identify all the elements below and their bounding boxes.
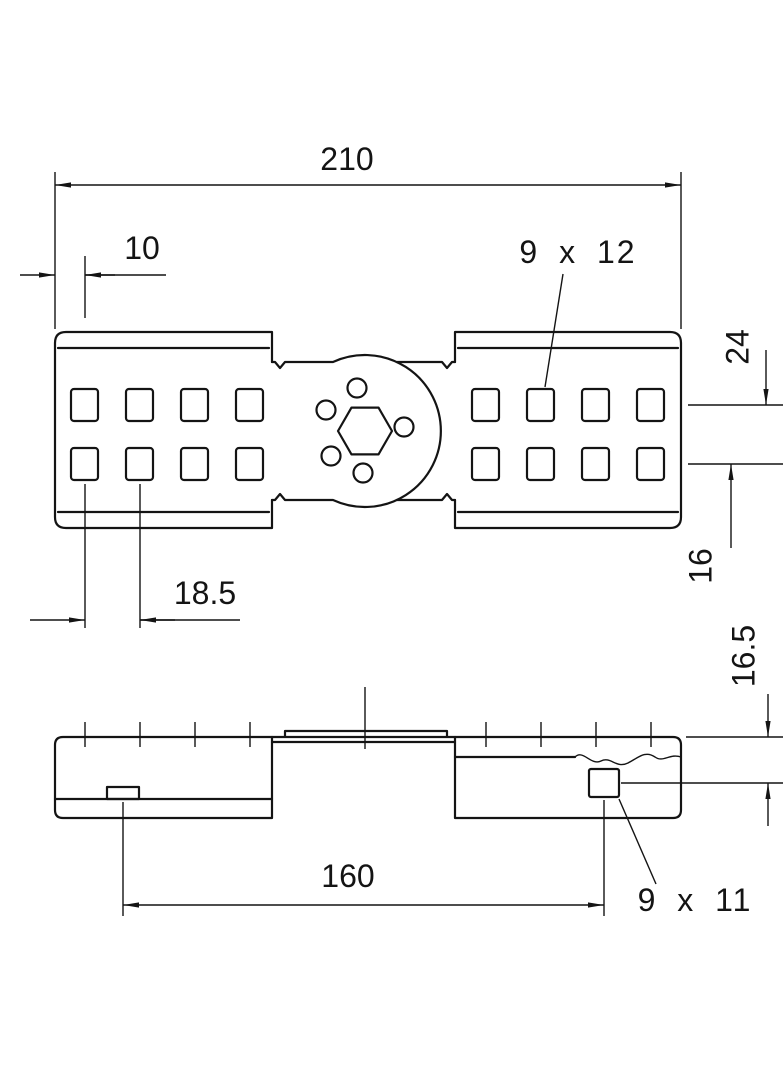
perforation-hole	[179, 387, 210, 423]
top-view-right-plate-outline	[453, 330, 683, 530]
center-boss-outline	[270, 353, 442, 509]
perforation-hole	[470, 387, 501, 423]
leader-line-9x11	[618, 798, 657, 885]
perforation-hole	[234, 387, 265, 423]
side-hole-size-label: 9 x 11	[638, 882, 753, 918]
hex-bolt-head	[336, 406, 394, 456]
side-view-left-profile	[53, 735, 274, 820]
perforation-hole	[525, 446, 556, 482]
side-view-right-profile	[453, 735, 683, 820]
leader-line-9x12	[544, 273, 564, 388]
perforation-hole	[69, 387, 100, 423]
center-strip-right-edges	[395, 360, 457, 502]
dim-total-width-label: 210	[320, 141, 373, 177]
dim-column-spacing-label: 18.5	[174, 575, 236, 611]
dim-row-offset-top-label: 24	[719, 329, 755, 365]
perforation-holes-right	[470, 387, 666, 482]
side-view-center-strip	[270, 729, 457, 744]
perforation-hole	[69, 446, 100, 482]
perforation-hole	[124, 446, 155, 482]
dim-pattern-distance-label: 160	[321, 858, 374, 894]
perforation-holes-left	[69, 387, 265, 482]
boss-round-hole	[320, 445, 342, 467]
flange-bend-lines	[56, 346, 680, 514]
perforation-hole	[179, 446, 210, 482]
boss-round-hole	[346, 377, 368, 399]
dim-edge-offset-label: 10	[124, 230, 160, 266]
perforation-hole	[234, 446, 265, 482]
perforation-tick-marks	[84, 722, 652, 747]
top-view	[53, 330, 683, 530]
break-squiggle-line	[574, 753, 682, 766]
perforation-hole	[470, 446, 501, 482]
side-view	[53, 687, 683, 820]
perforation-hole	[635, 446, 666, 482]
dim-side-hole-offset-label: 16.5	[725, 625, 761, 687]
boss-round-hole	[315, 399, 337, 421]
perforation-hole	[580, 446, 611, 482]
boss-round-hole	[393, 416, 415, 438]
top-view-left-plate-outline	[53, 330, 274, 530]
perforation-size-label: 9 x 12	[519, 234, 636, 270]
side-view-slot-hole	[587, 767, 621, 799]
perforation-hole	[580, 387, 611, 423]
dim-row-offset-bottom-label: 16	[682, 548, 718, 584]
side-view-left-tab	[105, 785, 141, 801]
perforation-hole	[635, 387, 666, 423]
side-view-dimensions: 16.5 160 9 x 11	[122, 625, 783, 918]
boss-round-hole	[352, 462, 374, 484]
top-view-dimensions: 210 10 9 x 12 24 16 18.5	[20, 141, 783, 628]
perforation-hole	[124, 387, 155, 423]
perforation-hole	[525, 387, 556, 423]
